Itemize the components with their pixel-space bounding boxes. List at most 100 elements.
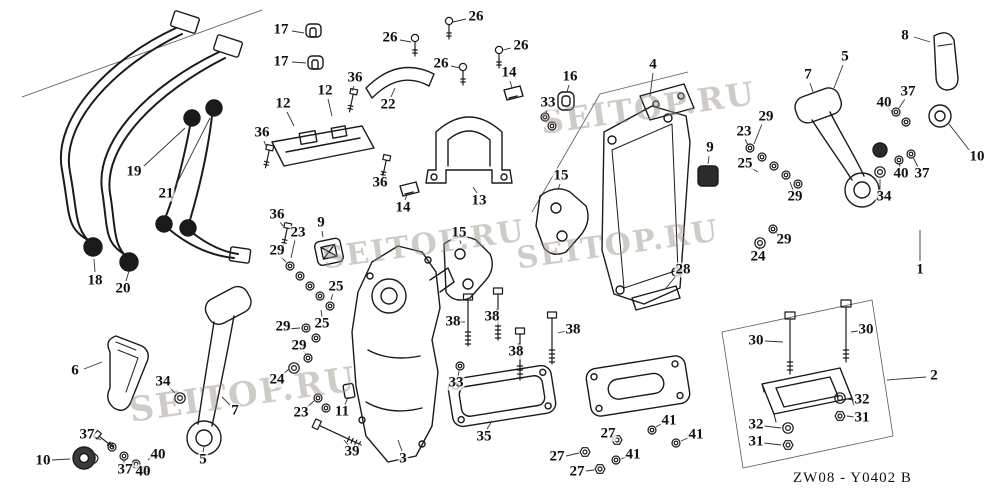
lever-assembly-right bbox=[794, 87, 888, 208]
callout-20: 20 bbox=[114, 280, 132, 297]
callout-36: 36 bbox=[371, 174, 389, 191]
callout-24: 24 bbox=[268, 371, 286, 388]
callout-1: 1 bbox=[915, 261, 925, 278]
callout-10: 10 bbox=[34, 452, 52, 469]
callout-7: 7 bbox=[230, 402, 240, 419]
callout-39: 39 bbox=[343, 443, 361, 460]
callout-5: 5 bbox=[840, 48, 850, 65]
callout-37: 37 bbox=[913, 165, 931, 182]
callout-36: 36 bbox=[346, 69, 364, 86]
callout-26: 26 bbox=[467, 8, 485, 25]
lever-grip-6 bbox=[107, 335, 149, 411]
callout-18: 18 bbox=[86, 272, 104, 289]
part-11 bbox=[342, 382, 356, 400]
callout-14: 14 bbox=[394, 199, 412, 216]
clip-17-pair bbox=[305, 23, 324, 70]
pedestal-28 bbox=[631, 285, 681, 311]
grommet-16 bbox=[557, 91, 575, 111]
callout-21: 21 bbox=[157, 185, 175, 202]
callout-40: 40 bbox=[875, 94, 893, 111]
callout-25: 25 bbox=[736, 155, 754, 172]
callout-27: 27 bbox=[599, 425, 617, 442]
callout-26: 26 bbox=[381, 29, 399, 46]
callout-30: 30 bbox=[857, 321, 875, 338]
callout-38: 38 bbox=[564, 321, 582, 338]
callout-31: 31 bbox=[747, 433, 765, 450]
callout-15: 15 bbox=[450, 224, 468, 241]
callout-7: 7 bbox=[803, 66, 813, 83]
callout-28: 28 bbox=[674, 261, 692, 278]
callout-40: 40 bbox=[134, 463, 152, 480]
callout-9: 9 bbox=[316, 214, 326, 231]
callout-32: 32 bbox=[747, 416, 765, 433]
knob-10-left bbox=[72, 446, 99, 470]
callout-25: 25 bbox=[327, 278, 345, 295]
callout-41: 41 bbox=[660, 412, 678, 429]
callout-34: 34 bbox=[154, 373, 172, 390]
callout-25: 25 bbox=[313, 315, 331, 332]
callout-5: 5 bbox=[198, 451, 208, 468]
callout-41: 41 bbox=[687, 426, 705, 443]
callout-22: 22 bbox=[379, 96, 397, 113]
callout-9: 9 bbox=[705, 139, 715, 156]
callout-2: 2 bbox=[929, 367, 939, 384]
callout-10: 10 bbox=[968, 148, 986, 165]
callout-26: 26 bbox=[512, 37, 530, 54]
callout-14: 14 bbox=[500, 64, 518, 81]
callout-37: 37 bbox=[899, 83, 917, 100]
callout-29: 29 bbox=[775, 231, 793, 248]
callout-29: 29 bbox=[274, 318, 292, 335]
callout-37: 37 bbox=[78, 426, 96, 443]
mount-9-left bbox=[313, 237, 344, 267]
callout-11: 11 bbox=[333, 403, 351, 420]
knob-10-right bbox=[928, 104, 952, 128]
callout-15: 15 bbox=[552, 167, 570, 184]
callout-19: 19 bbox=[125, 163, 143, 180]
callout-33: 33 bbox=[539, 94, 557, 111]
mount-plate bbox=[585, 355, 691, 417]
callout-23: 23 bbox=[292, 404, 310, 421]
callout-3: 3 bbox=[398, 450, 408, 467]
callout-12: 12 bbox=[316, 82, 334, 99]
callout-13: 13 bbox=[470, 192, 488, 209]
control-housing-3 bbox=[351, 245, 455, 463]
callout-24: 24 bbox=[749, 248, 767, 265]
mount-9-right bbox=[697, 165, 719, 187]
callout-34: 34 bbox=[875, 188, 893, 205]
cover-housing-13 bbox=[425, 116, 513, 184]
callout-38: 38 bbox=[507, 343, 525, 360]
callout-35: 35 bbox=[475, 428, 493, 445]
callout-27: 27 bbox=[548, 448, 566, 465]
callout-36: 36 bbox=[268, 206, 286, 223]
callout-4: 4 bbox=[648, 56, 658, 73]
callout-31: 31 bbox=[853, 409, 871, 426]
callout-17: 17 bbox=[272, 53, 290, 70]
callout-29: 29 bbox=[786, 188, 804, 205]
diagram-code: ZW08 - Y0402 B bbox=[793, 470, 912, 486]
callout-8: 8 bbox=[900, 27, 910, 44]
curved-plate-22 bbox=[365, 66, 435, 99]
callout-38: 38 bbox=[444, 313, 462, 330]
callout-26: 26 bbox=[432, 55, 450, 72]
callout-41: 41 bbox=[624, 446, 642, 463]
callout-6: 6 bbox=[70, 362, 80, 379]
callout-32: 32 bbox=[853, 391, 871, 408]
callout-40: 40 bbox=[892, 165, 910, 182]
callout-29: 29 bbox=[268, 242, 286, 259]
cable-assembly bbox=[59, 10, 252, 272]
callout-40: 40 bbox=[149, 446, 167, 463]
callout-17: 17 bbox=[272, 21, 290, 38]
callout-29: 29 bbox=[290, 337, 308, 354]
callout-12: 12 bbox=[274, 95, 292, 112]
callout-38: 38 bbox=[483, 308, 501, 325]
callout-36: 36 bbox=[253, 124, 271, 141]
callout-33: 33 bbox=[447, 374, 465, 391]
bracket-12 bbox=[271, 125, 375, 167]
callout-27: 27 bbox=[568, 463, 586, 480]
callout-29: 29 bbox=[757, 108, 775, 125]
callout-30: 30 bbox=[747, 332, 765, 349]
clamps-14 bbox=[399, 85, 524, 197]
callout-23: 23 bbox=[289, 224, 307, 241]
callout-16: 16 bbox=[561, 68, 579, 85]
